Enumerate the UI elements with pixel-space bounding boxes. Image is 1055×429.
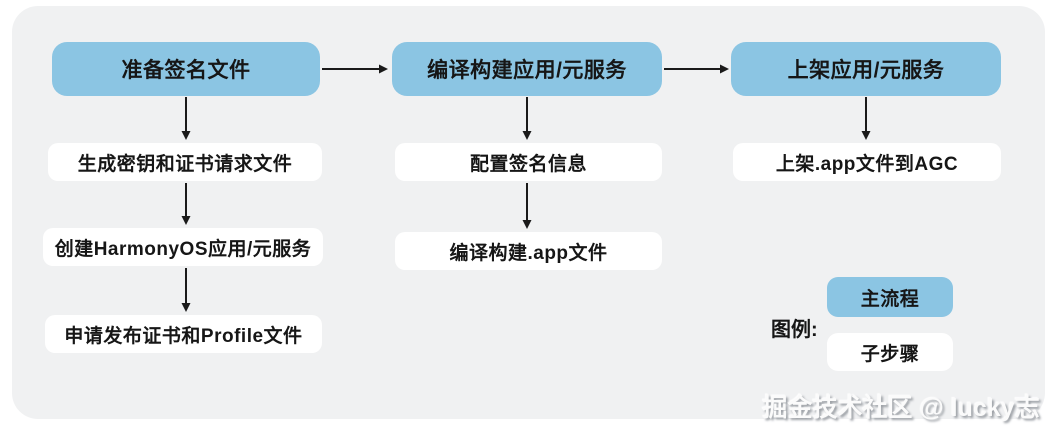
- legend-label: 图例:: [771, 319, 818, 341]
- sub-step-create-harmonyos-app: 创建HarmonyOS应用/元服务: [43, 228, 323, 266]
- sub-step-build-app-file: 编译构建.app文件: [395, 232, 662, 270]
- sub-step-generate-key-csr: 生成密钥和证书请求文件: [48, 143, 322, 181]
- watermark: 掘金技术社区 @ lucky志: [762, 394, 1040, 422]
- main-step-build-app-service: 编译构建应用/元服务: [392, 42, 662, 96]
- main-step-release-app-service: 上架应用/元服务: [731, 42, 1001, 96]
- legend-sub-step: 子步骤: [827, 333, 953, 371]
- main-step-prepare-signing-files: 准备签名文件: [52, 42, 320, 96]
- sub-step-upload-app-to-agc: 上架.app文件到AGC: [733, 143, 1001, 181]
- sub-step-configure-signing-info: 配置签名信息: [395, 143, 662, 181]
- legend-main-process: 主流程: [827, 277, 953, 317]
- sub-step-apply-cert-profile: 申请发布证书和Profile文件: [45, 315, 322, 353]
